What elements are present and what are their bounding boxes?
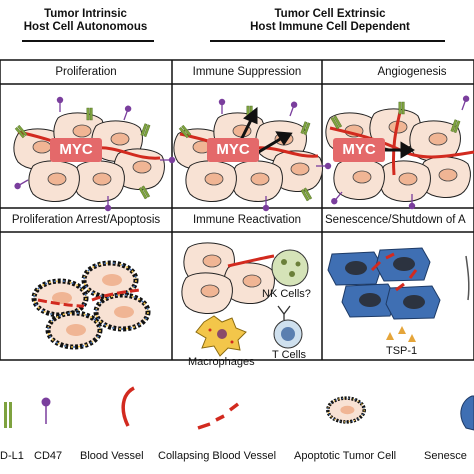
header-right-line1: Tumor Cell Extrinsic — [274, 8, 386, 20]
myc-label-3: MYC — [342, 141, 376, 158]
legend-cd47-label: CD47 — [34, 450, 63, 462]
myc-label-2: MYC — [216, 141, 250, 158]
legend-cd47-icon — [41, 397, 51, 424]
header-right-line2: Host Immune Cell Dependent — [250, 21, 410, 33]
legend-apoptotic-label: Apoptotic Tumor Cell — [294, 450, 397, 462]
t-cell-icon — [273, 305, 303, 349]
legend-pdl1-label: D-L1 — [0, 450, 24, 462]
panel-senescence — [327, 247, 470, 342]
myc-label-1: MYC — [59, 141, 93, 158]
legend-senescent-label: Senesce — [424, 450, 467, 462]
label-apoptosis: Proliferation Arrest/Apoptosis — [11, 214, 161, 226]
legend-blood-vessel-label: Blood Vessel — [80, 450, 144, 462]
panel-apoptosis — [34, 263, 148, 347]
legend-collapsing-vessel-icon — [197, 402, 240, 430]
header-left-underline — [22, 40, 154, 42]
legend — [4, 386, 474, 431]
label-t-cells: T Cells — [272, 349, 307, 361]
panel-grid — [0, 59, 474, 361]
legend-senescent-icon — [460, 395, 474, 431]
legend-pdl1-icon — [4, 402, 12, 428]
label-nk-cells: NK Cells? — [262, 288, 311, 300]
myc-boxes — [50, 138, 385, 162]
nk-cell-icon — [271, 249, 309, 287]
label-macrophages: Macrophages — [188, 356, 255, 368]
label-senescence: Senescence/Shutdown of A — [325, 214, 466, 226]
label-tsp1: TSP-1 — [386, 345, 418, 357]
tsp1-icon — [386, 326, 416, 342]
legend-apoptotic-icon — [326, 396, 366, 424]
header-tumor-intrinsic: Tumor Intrinsic Host Cell Autonomous — [8, 8, 163, 34]
legend-collapsing-label: Collapsing Blood Vessel — [158, 450, 277, 462]
label-angiogenesis: Angiogenesis — [377, 66, 447, 78]
macrophage-icon — [195, 315, 247, 357]
label-proliferation: Proliferation — [55, 66, 117, 78]
header-left-line1: Tumor Intrinsic — [44, 8, 127, 20]
header-left-line2: Host Cell Autonomous — [23, 21, 148, 33]
legend-blood-vessel-icon — [121, 386, 135, 427]
header-right-underline — [210, 40, 445, 42]
header-tumor-extrinsic: Tumor Cell Extrinsic Host Immune Cell De… — [200, 8, 460, 34]
panel-immune-reactivation — [181, 242, 309, 357]
label-immune-suppression: Immune Suppression — [192, 66, 302, 78]
panel-angiogenesis — [325, 93, 474, 210]
label-immune-reactivation: Immune Reactivation — [192, 214, 302, 226]
